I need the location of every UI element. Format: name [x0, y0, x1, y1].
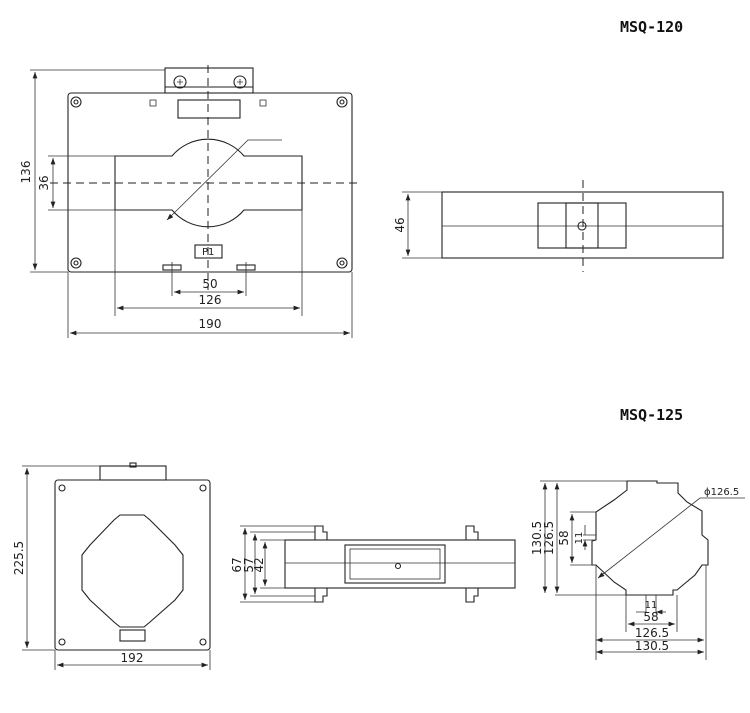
dim-height-225-5: 225.5	[12, 541, 26, 575]
mounting-screw-icon	[173, 75, 247, 89]
msq120-side-view: 46	[393, 180, 724, 272]
dim-window-126: 126	[199, 293, 222, 307]
dim-57: 57	[242, 557, 256, 572]
model-title-msq125: MSQ-125	[620, 406, 683, 424]
msq120-front-view: P1 136 36 50 126 190	[19, 65, 360, 338]
dim-width-192: 192	[121, 651, 144, 665]
dim-67: 67	[230, 557, 244, 572]
dim-terminal-50: 50	[202, 277, 217, 291]
dim-h-130-5: 130.5	[530, 521, 544, 555]
dim-h-58: 58	[557, 530, 571, 545]
dim-width-190: 190	[199, 317, 222, 331]
dim-h-126-5: 126.5	[542, 521, 556, 555]
dim-w-130-5: 130.5	[635, 639, 669, 653]
dim-diameter-126-5: ϕ126.5	[704, 487, 739, 498]
msq125-side-view: 67 57 42	[230, 525, 516, 603]
dim-height-136: 136	[19, 161, 33, 184]
bolt-hole-icon	[70, 96, 348, 269]
dim-w-11: 11	[645, 600, 658, 611]
model-title-msq120: MSQ-120	[620, 18, 683, 36]
bolt-hole-icon	[58, 484, 207, 646]
dim-depth-46: 46	[393, 217, 407, 232]
dim-w-126-5: 126.5	[635, 626, 669, 640]
dim-42: 42	[252, 557, 266, 572]
terminal-label-p1: P1	[202, 247, 214, 258]
screw-icon	[577, 221, 587, 231]
msq125-front-view: 225.5 192	[12, 462, 211, 670]
msq125-window-detail: 126.5 130.5 58 11 130.5 126.5 58 11 ϕ126…	[530, 480, 745, 660]
dim-window-36: 36	[37, 175, 51, 190]
dim-w-58: 58	[643, 610, 658, 624]
dim-h-11: 11	[574, 532, 585, 545]
